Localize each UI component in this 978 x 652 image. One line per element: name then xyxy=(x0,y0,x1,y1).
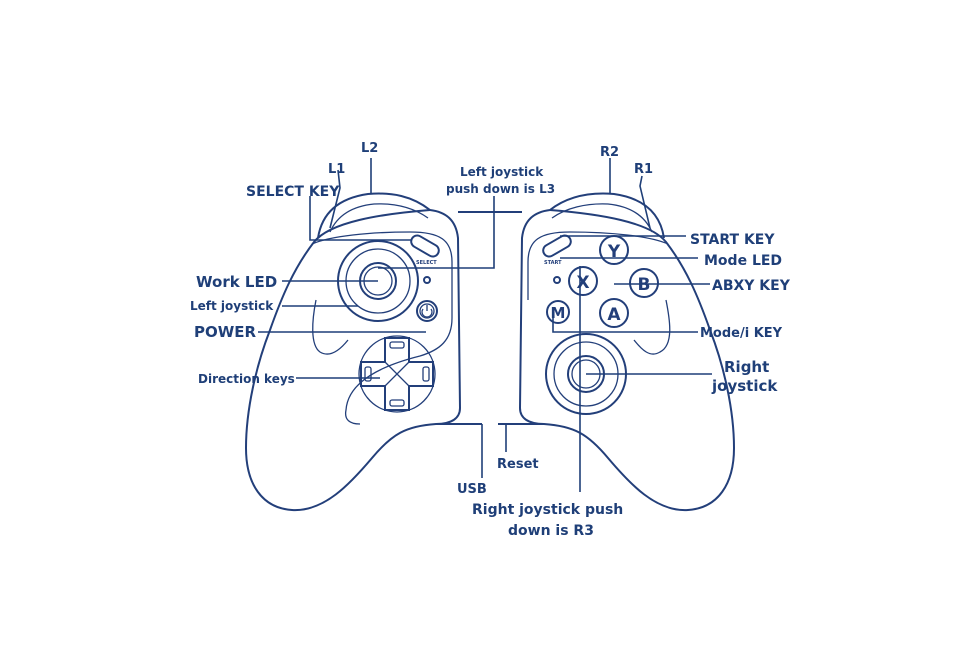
controller-body xyxy=(244,192,736,512)
r3-label-2: down is R3 xyxy=(508,523,594,539)
y-button[interactable]: Y xyxy=(599,235,629,265)
dpad-right[interactable] xyxy=(422,366,430,382)
mode-i-key-label: Mode/i KEY xyxy=(700,326,783,341)
a-button-label: A xyxy=(607,305,621,325)
l2-trigger-shape xyxy=(317,192,431,239)
dpad-down[interactable] xyxy=(389,399,405,407)
right-grip-outline xyxy=(498,209,736,512)
start-button[interactable]: START xyxy=(541,233,573,266)
left-joystick-l3-label-2: push down is L3 xyxy=(446,182,555,196)
x-button-label: X xyxy=(576,273,589,293)
r1-label: R1 xyxy=(634,162,653,177)
leader-lines xyxy=(258,158,712,492)
left-grip-outline xyxy=(244,209,482,512)
b-button[interactable]: B xyxy=(629,268,659,298)
left-face-panel xyxy=(311,231,453,425)
work-led-dot xyxy=(423,276,431,284)
select-key-label: SELECT KEY xyxy=(246,184,340,200)
mode-led-label: Mode LED xyxy=(704,253,782,269)
labels: L2 L1 SELECT KEY Left joystick push down… xyxy=(190,141,791,539)
right-joystick-label-2: joystick xyxy=(711,377,778,395)
b-button-label: B xyxy=(638,275,651,295)
dpad-up[interactable] xyxy=(389,341,405,349)
r3-label-1: Right joystick push xyxy=(472,502,623,518)
left-joystick-label: Left joystick xyxy=(190,299,274,313)
r2-trigger-shape xyxy=(549,192,665,239)
power-icon xyxy=(421,305,433,318)
left-joystick-l3-label-1: Left joystick xyxy=(460,165,544,179)
dpad-left[interactable] xyxy=(364,366,372,382)
work-led-label: Work LED xyxy=(196,273,277,291)
l2-label: L2 xyxy=(361,141,378,156)
direction-keys-label: Direction keys xyxy=(198,372,295,386)
usb-label: USB xyxy=(457,482,487,497)
y-button-label: Y xyxy=(607,242,621,262)
power-button[interactable] xyxy=(416,300,438,322)
mode-button[interactable]: M xyxy=(546,300,570,324)
abxy-key-label: ABXY KEY xyxy=(712,278,791,294)
a-button[interactable]: A xyxy=(599,298,629,328)
direction-keys[interactable] xyxy=(358,335,436,413)
abxy-buttons: Y X B A xyxy=(568,235,659,328)
select-small-label: SELECT xyxy=(416,260,437,266)
start-key-label: START KEY xyxy=(690,232,775,248)
start-small-label: START xyxy=(544,260,562,266)
right-joystick-label-1: Right xyxy=(724,358,769,376)
power-label: POWER xyxy=(194,323,257,341)
mode-button-label: M xyxy=(551,304,566,322)
right-face-panel xyxy=(527,231,669,300)
reset-label: Reset xyxy=(497,457,539,472)
r2-label: R2 xyxy=(600,145,619,160)
l1-label: L1 xyxy=(328,162,345,177)
center-plate xyxy=(429,209,462,425)
x-button[interactable]: X xyxy=(568,266,598,296)
mode-led-dot xyxy=(553,276,561,284)
select-button[interactable]: SELECT xyxy=(409,233,441,266)
